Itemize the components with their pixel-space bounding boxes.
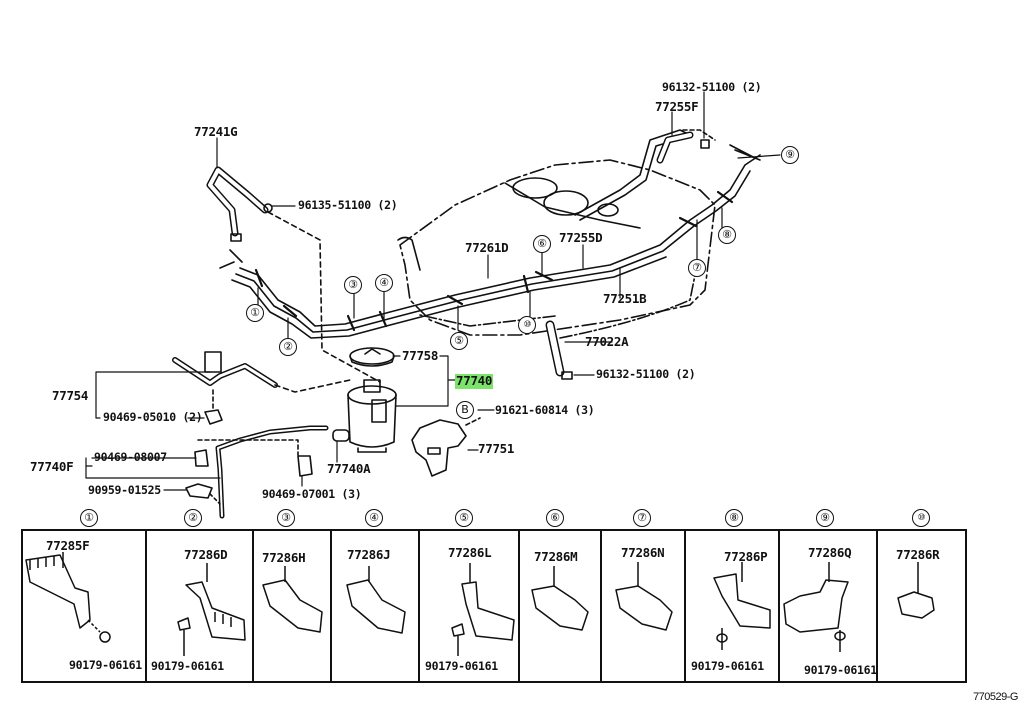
part-label-77255d[interactable]: 77255D <box>559 230 603 245</box>
table-callout-9: ⑨ <box>816 509 834 527</box>
clamp-table <box>21 529 967 683</box>
callout-8: ⑧ <box>718 226 736 244</box>
clamp-cell-2 <box>145 531 254 681</box>
charcoal-canister-drawing <box>347 347 397 453</box>
clamp-part-77285f[interactable]: 77285F <box>46 538 90 553</box>
table-callout-8: ⑧ <box>725 509 743 527</box>
table-callout-4: ④ <box>365 509 383 527</box>
part-label-77251b[interactable]: 77251B <box>603 291 647 306</box>
part-label-77751[interactable]: 77751 <box>478 441 515 456</box>
part-label-77740f[interactable]: 77740F <box>30 459 74 474</box>
bracket-77751-drawing <box>411 419 467 477</box>
clamp-cell-3 <box>252 531 332 681</box>
callout-1: ① <box>246 304 264 322</box>
callout-5: ⑤ <box>450 332 468 350</box>
table-callout-10: ⑩ <box>912 509 930 527</box>
table-callout-3: ③ <box>277 509 295 527</box>
clamp-part-77286p[interactable]: 77286P <box>724 549 768 564</box>
callout-2: ② <box>279 338 297 356</box>
table-callout-1: ① <box>80 509 98 527</box>
clamp-table-drawings <box>25 552 935 656</box>
table-callout-7: ⑦ <box>633 509 651 527</box>
callout-9: ⑨ <box>781 146 799 164</box>
part-label-96132-51100-bottom[interactable]: 96132-51100 (2) <box>596 367 696 381</box>
callout-3: ③ <box>344 276 362 294</box>
part-label-90469-05010[interactable]: 90469-05010 (2) <box>103 410 203 424</box>
diagram-reference-code: 770529-G <box>973 691 1018 703</box>
part-label-90469-08007[interactable]: 90469-08007 <box>94 450 167 464</box>
callout-6: ⑥ <box>533 235 551 253</box>
part-label-77241g[interactable]: 77241G <box>194 124 238 139</box>
clamp-part-77286d[interactable]: 77286D <box>184 547 228 562</box>
clamp-nut-2[interactable]: 90179-06161 <box>151 659 224 673</box>
clamp-cell-8 <box>684 531 780 681</box>
callout-10: ⑩ <box>518 316 536 334</box>
part-label-77740-highlighted[interactable]: 77740 <box>455 373 494 389</box>
clamp-part-77286r[interactable]: 77286R <box>896 547 940 562</box>
clamp-cell-6 <box>518 531 602 681</box>
part-label-77261d[interactable]: 77261D <box>465 240 509 255</box>
clamp-cell-1 <box>23 531 147 681</box>
part-label-77754[interactable]: 77754 <box>52 388 89 403</box>
part-label-90959-01525[interactable]: 90959-01525 <box>88 483 161 497</box>
clamp-nut-1[interactable]: 90179-06161 <box>69 658 142 672</box>
part-label-91621-60814[interactable]: 91621-60814 (3) <box>495 403 595 417</box>
clamp-cell-7 <box>600 531 686 681</box>
clamp-part-77286q[interactable]: 77286Q <box>808 545 852 560</box>
table-callout-5: ⑤ <box>455 509 473 527</box>
clamp-part-77286l[interactable]: 77286L <box>448 545 492 560</box>
fuel-lines-drawing <box>219 129 761 339</box>
callout-4: ④ <box>375 274 393 292</box>
part-label-90469-07001[interactable]: 90469-07001 (3) <box>262 487 362 501</box>
clamp-part-77286m[interactable]: 77286M <box>534 549 578 564</box>
part-label-77255f[interactable]: 77255F <box>655 99 699 114</box>
part-label-96132-51100-top[interactable]: 96132-51100 (2) <box>662 80 762 94</box>
part-label-77758[interactable]: 77758 <box>402 348 439 363</box>
table-callout-2: ② <box>184 509 202 527</box>
clamp-nut-9[interactable]: 90179-06161 <box>804 663 877 677</box>
part-label-77022a[interactable]: 77022A <box>585 334 629 349</box>
bolt-callout-b: B <box>456 401 474 419</box>
clamp-cell-9 <box>778 531 878 681</box>
line-clamps-drawing <box>254 190 734 332</box>
table-callout-6: ⑥ <box>546 509 564 527</box>
clamp-part-77286n[interactable]: 77286N <box>621 545 665 560</box>
callout-7: ⑦ <box>688 259 706 277</box>
clamp-cell-4 <box>330 531 420 681</box>
clamp-part-77286j[interactable]: 77286J <box>347 547 391 562</box>
part-label-96135-51100[interactable]: 96135-51100 (2) <box>298 198 398 212</box>
clamp-nut-5[interactable]: 90179-06161 <box>425 659 498 673</box>
part-label-77740a[interactable]: 77740A <box>327 461 371 476</box>
clamp-cell-5 <box>418 531 520 681</box>
clamp-nut-8[interactable]: 90179-06161 <box>691 659 764 673</box>
clamp-part-77286h[interactable]: 77286H <box>262 550 306 565</box>
